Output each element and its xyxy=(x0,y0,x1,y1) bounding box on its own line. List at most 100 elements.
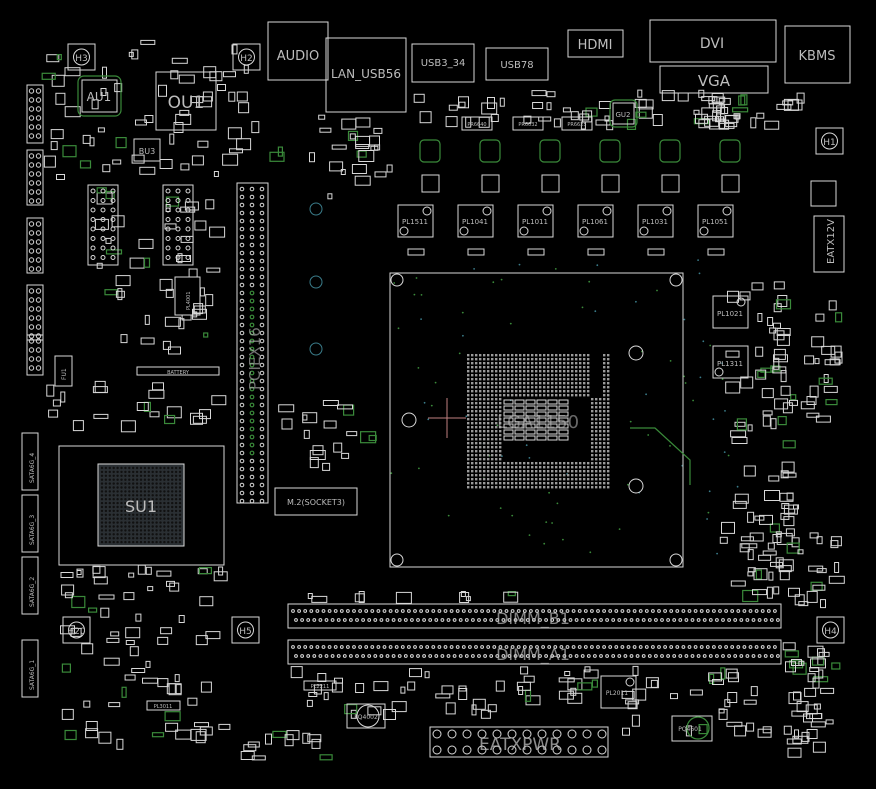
pch-chip[interactable]: SU1 xyxy=(58,445,225,566)
cpu-socket[interactable]: LGA1150 xyxy=(389,272,691,568)
smd-component xyxy=(712,679,724,685)
inductor-pl4001[interactable]: PL4001 xyxy=(174,276,201,316)
smd-component xyxy=(64,67,81,77)
via xyxy=(708,490,711,493)
sata-connector-3[interactable]: SATA6G_3 xyxy=(21,494,39,553)
smd-component xyxy=(728,672,739,683)
via xyxy=(509,322,512,325)
lan-usb-connector[interactable]: LAN_USB56 xyxy=(325,37,407,113)
smd-component xyxy=(762,410,773,416)
inductor-pl1011[interactable]: PL1011 xyxy=(517,139,561,256)
via xyxy=(562,538,564,541)
smd-component xyxy=(195,635,208,646)
usb3-connector[interactable]: USB3_34 xyxy=(411,43,475,83)
audio-connector[interactable]: AUDIO xyxy=(267,21,329,81)
pciex16-slot[interactable]: PCIEX16 xyxy=(236,182,269,504)
chip-gu2[interactable]: GU2 xyxy=(609,99,638,128)
sata-connector-1[interactable]: SATA6G_1 xyxy=(21,639,39,698)
inductor-pl1511[interactable]: PL1511 xyxy=(397,139,441,256)
smd-component xyxy=(92,565,101,574)
eatxpwr-connector[interactable]: EATXPWR xyxy=(429,726,609,758)
resistor-pr6625[interactable]: PR6625 xyxy=(561,116,593,131)
usb78-connector[interactable]: USB78 xyxy=(485,47,549,81)
inductor-pl1021[interactable]: PL1021 xyxy=(712,295,749,329)
smd-component xyxy=(815,313,825,322)
via xyxy=(699,376,702,379)
chip-au1[interactable]: AU1 xyxy=(77,75,122,117)
smd-component xyxy=(834,562,840,573)
mounting-hole-h3[interactable]: H3 xyxy=(67,43,96,71)
smd-component xyxy=(360,431,377,444)
via xyxy=(723,451,726,453)
chip-bu3[interactable]: BU3 xyxy=(133,138,161,162)
pl3011-label: PL3011 xyxy=(154,704,173,710)
smd-component xyxy=(164,316,181,327)
resistor-pr6632[interactable]: PR6632 xyxy=(512,116,544,131)
smd-component xyxy=(162,340,171,350)
inductor-pl1061[interactable]: PL1061 xyxy=(577,139,621,256)
inductor-pl2211[interactable]: PL2211 xyxy=(303,680,337,691)
resistor-pr6640[interactable]: PR6640 xyxy=(461,116,493,131)
inductor-pl2011[interactable]: PL2011 xyxy=(600,675,637,709)
battery-holder[interactable]: BATTERY xyxy=(136,366,220,376)
pin-header[interactable] xyxy=(26,334,44,376)
smd-component xyxy=(743,465,756,477)
m2-socket[interactable]: M.2(SOCKET3) xyxy=(274,487,358,516)
hdmi-connector[interactable]: HDMI xyxy=(567,29,624,58)
chip-ou1[interactable]: OU1 xyxy=(155,71,217,131)
smd-component xyxy=(102,164,111,173)
pin-header[interactable] xyxy=(26,84,44,144)
smd-component xyxy=(115,290,125,298)
sata-connector-4[interactable]: SATA6G_4 xyxy=(21,432,39,491)
mounting-hole-h1[interactable]: H1 xyxy=(815,127,844,155)
via xyxy=(499,507,502,509)
pin-header[interactable] xyxy=(26,217,44,274)
smd-component xyxy=(157,636,169,645)
eatx12v-connector[interactable]: EATX12V xyxy=(813,215,845,273)
pin-header[interactable] xyxy=(26,284,44,341)
inductor-pl1041[interactable]: PL1041 xyxy=(457,139,501,256)
mosfet-pq4002[interactable]: PQ4002 xyxy=(346,703,386,729)
mounting-hole-h20[interactable]: H20 xyxy=(62,616,91,644)
via xyxy=(461,311,464,314)
via xyxy=(656,289,658,292)
smd-component xyxy=(356,150,367,158)
mounting-hole-h2[interactable]: H2 xyxy=(232,43,261,71)
dimm-a1-slot[interactable]: DIMM_A1 xyxy=(287,639,782,665)
smd-component xyxy=(762,726,772,734)
smd-component xyxy=(115,137,127,149)
inductor-pl1311[interactable]: PL1311 xyxy=(712,345,749,379)
smd-component xyxy=(175,113,192,125)
smd-component xyxy=(727,290,739,303)
smd-component xyxy=(370,145,379,151)
via xyxy=(390,472,393,475)
smd-component xyxy=(523,675,535,683)
inductor-pl1031[interactable]: PL1031 xyxy=(637,139,681,256)
sata-connector-2[interactable]: SATA6G_2 xyxy=(21,556,39,615)
crosshair-cursor xyxy=(428,398,466,438)
hole-label: H4 xyxy=(824,627,837,637)
mosfet-pq4601[interactable]: PQ4601 xyxy=(671,715,713,742)
smd-component xyxy=(788,508,796,514)
mosfet xyxy=(719,139,741,163)
capacitor xyxy=(587,248,605,256)
smd-component xyxy=(358,591,365,603)
via xyxy=(716,552,718,555)
dimm-b1-slot[interactable]: DIMM_B1 xyxy=(287,603,782,629)
fuse-fu1[interactable]: FU1 xyxy=(54,355,73,387)
inductor-pl3011[interactable]: PL3011 xyxy=(146,700,181,711)
smd-component xyxy=(782,440,796,449)
dvi-connector[interactable]: DVI xyxy=(649,19,777,63)
mounting-hole-h4[interactable]: H4 xyxy=(816,616,845,644)
smd-component xyxy=(43,155,56,168)
inductor-pl1051[interactable]: PL1051 xyxy=(697,139,741,256)
kbms-connector[interactable]: KBMS xyxy=(784,25,851,84)
dimm-pins xyxy=(291,609,780,622)
vga-connector[interactable]: VGA xyxy=(659,65,769,94)
mounting-hole-h5[interactable]: H5 xyxy=(231,616,260,644)
pin-header[interactable] xyxy=(26,149,44,206)
via xyxy=(629,420,632,423)
smd-component xyxy=(108,702,121,708)
